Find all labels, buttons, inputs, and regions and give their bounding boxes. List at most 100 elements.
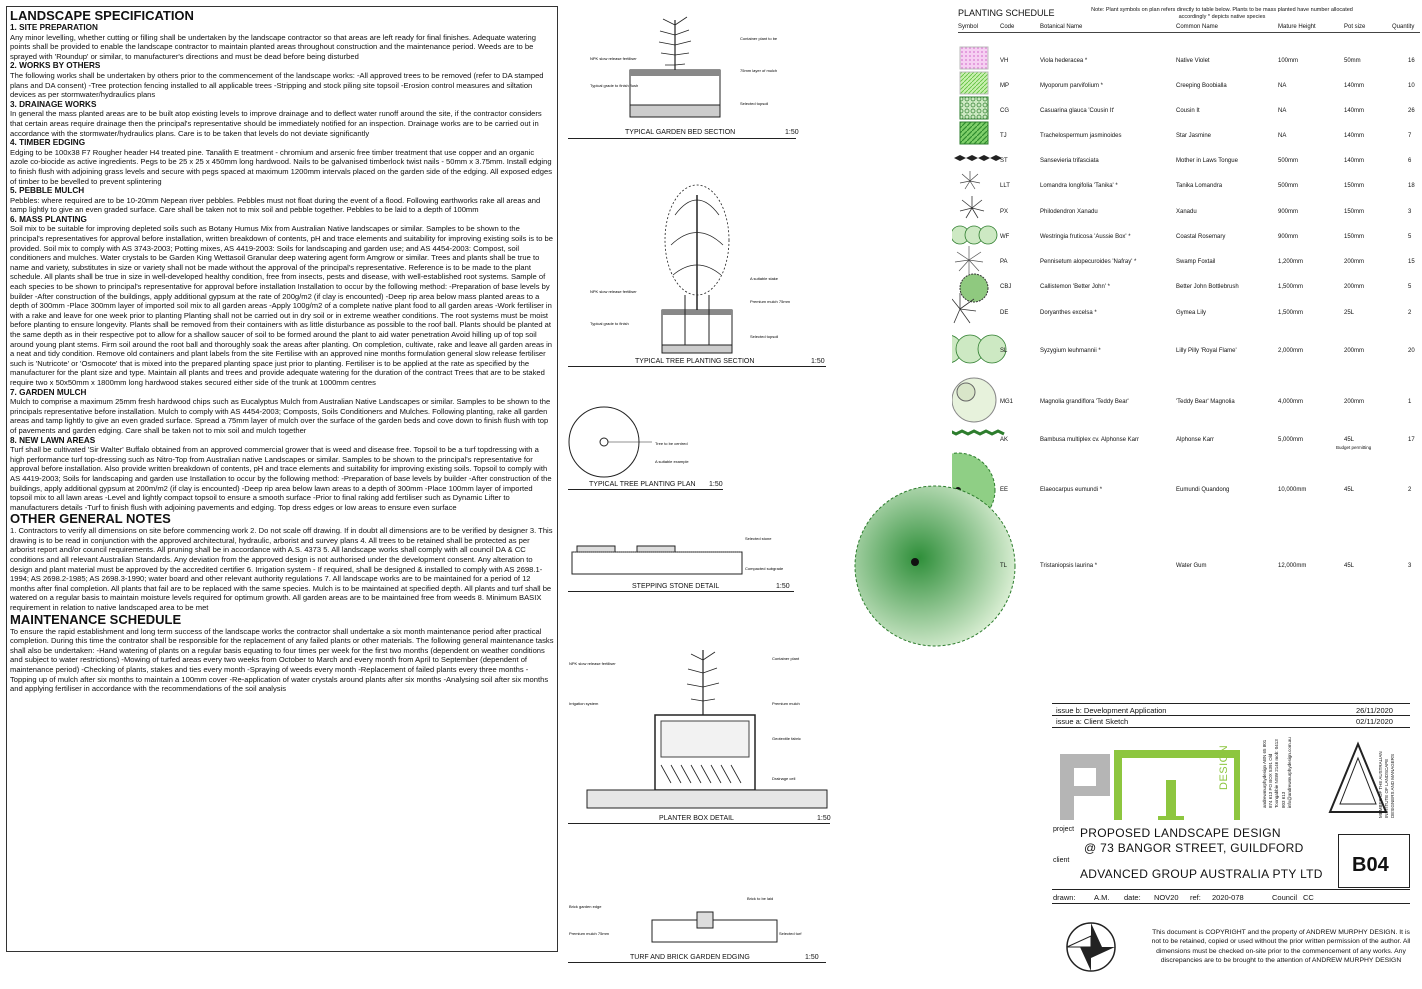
- detail-underline: [568, 962, 826, 963]
- ref-value: 2020-078: [1212, 893, 1244, 902]
- detail-scale: 1:50: [785, 129, 799, 136]
- date-label: date:: [1124, 893, 1141, 902]
- rule: [1052, 703, 1410, 704]
- company-logo: [1060, 750, 1240, 820]
- detail-title: STEPPING STONE DETAIL: [632, 583, 720, 590]
- detail-scale: 1:50: [817, 815, 831, 822]
- client-name: ADVANCED GROUP AUSTRALIA PTY LTD: [1080, 867, 1323, 881]
- issue-a-date: 02/11/2020: [1356, 717, 1393, 726]
- detail-underline: [568, 823, 830, 824]
- spec-title: LANDSCAPE SPECIFICATION: [10, 8, 194, 23]
- svg-text:Typical grade to finish flush: Typical grade to finish flush: [590, 83, 638, 88]
- project-line-2: @ 73 BANGOR STREET, GUILDFORD: [1084, 841, 1304, 855]
- garden-bed-section-drawing: NPK slow release fertiliser Typical grad…: [590, 16, 778, 118]
- svg-text:Premium mulch 75mm: Premium mulch 75mm: [750, 299, 791, 304]
- drawn-label: drawn:: [1053, 893, 1076, 902]
- header-height: Mature Height: [1278, 24, 1316, 30]
- svg-text:75mm layer of mulch: 75mm layer of mulch: [740, 68, 777, 73]
- svg-text:Typical grade to finish: Typical grade to finish: [590, 321, 629, 326]
- svg-text:Brick to be laid: Brick to be laid: [747, 896, 773, 901]
- turf-brick-edging-drawing: Brick garden edge Premium mulch 75mm Bri…: [569, 896, 802, 943]
- rule: [1052, 715, 1410, 716]
- logo-word: DESIGN: [1218, 744, 1230, 790]
- svg-text:Selected topsoil: Selected topsoil: [740, 101, 768, 106]
- planter-box-drawing: NPK slow release fertiliser Irrigation s…: [569, 650, 828, 809]
- detail-title: PLANTER BOX DETAIL: [659, 815, 734, 822]
- svg-text:Selected topsoil: Selected topsoil: [750, 334, 778, 339]
- rule: [1052, 903, 1410, 904]
- planting-schedule: PLANTING SCHEDULE Note: Plant symbols on…: [854, 6, 1420, 647]
- tree-planting-plan-drawing: Tree to be centred A suitable example: [568, 406, 689, 478]
- svg-text:A suitable stake: A suitable stake: [750, 276, 779, 281]
- detail-underline: [568, 489, 723, 490]
- detail-title: TYPICAL TREE PLANTING SECTION: [635, 358, 755, 365]
- svg-text:Tree to be centred: Tree to be centred: [655, 441, 688, 446]
- issue-b-date: 26/11/2020: [1356, 706, 1393, 715]
- maintenance-text: To ensure the rapid establishment and lo…: [10, 626, 554, 694]
- issue-a: issue a: Client Sketch: [1056, 717, 1129, 726]
- sheet-box: [1338, 834, 1410, 888]
- svg-text:Premium mulch: Premium mulch: [772, 701, 800, 706]
- north-point-icon: [1066, 922, 1116, 972]
- svg-text:Premium mulch 75mm: Premium mulch 75mm: [569, 931, 610, 936]
- header-code: Code: [1000, 24, 1015, 30]
- svg-text:Brick garden edge: Brick garden edge: [569, 904, 602, 909]
- copyright-notice: This document is COPYRIGHT and the prope…: [1151, 929, 1411, 965]
- rule: [1052, 889, 1410, 890]
- svg-text:Container plant: Container plant: [772, 656, 800, 661]
- svg-text:NPK slow release fertiliser: NPK slow release fertiliser: [569, 661, 616, 666]
- schedule-note: Note: Plant symbols on plan refers direc…: [1091, 7, 1353, 20]
- header-rule: [958, 32, 1420, 33]
- member-text: MEMBER OF THE AUSTRALIAN INSTITUTE OF LA…: [1378, 751, 1395, 818]
- svg-text:A suitable example: A suitable example: [655, 459, 689, 464]
- issue-b: issue b: Development Application: [1056, 706, 1167, 715]
- construction-details: NPK slow release fertiliser Typical grad…: [565, 0, 837, 989]
- title-block: issue b: Development Application 26/11/2…: [1050, 700, 1420, 985]
- header-botanical: Botanical Name: [1040, 24, 1083, 30]
- svg-text:Selected stone: Selected stone: [745, 536, 772, 541]
- svg-text:Compacted subgrade: Compacted subgrade: [745, 566, 784, 571]
- notes-title: OTHER GENERAL NOTES: [10, 511, 171, 527]
- svg-text:Irrigation system: Irrigation system: [569, 701, 599, 706]
- header-qty: Quantity: [1392, 24, 1415, 30]
- detail-underline: [568, 138, 796, 139]
- client-label: client: [1053, 857, 1070, 864]
- aild-logo: [1328, 741, 1388, 813]
- ref-label: ref:: [1190, 893, 1201, 902]
- header-symbol: Symbol: [958, 24, 979, 30]
- date-value: NOV20: [1154, 893, 1179, 902]
- svg-text:Drainage cell: Drainage cell: [772, 776, 795, 781]
- svg-text:NPK slow release fertiliser: NPK slow release fertiliser: [590, 289, 637, 294]
- detail-underline: [568, 366, 826, 367]
- svg-text:Selected turf: Selected turf: [779, 931, 802, 936]
- svg-text:Geotextile fabric: Geotextile fabric: [772, 736, 801, 741]
- contact-details: andrewmurphydesign ABN 65 801 874 613 PO…: [1262, 737, 1292, 808]
- large-tree-symbol: [854, 485, 1016, 647]
- detail-scale: 1:50: [805, 954, 819, 961]
- detail-scale: 1:50: [811, 358, 825, 365]
- project-line-1: PROPOSED LANDSCAPE DESIGN: [1080, 826, 1281, 840]
- detail-scale: 1:50: [776, 583, 790, 590]
- council-label: Council: [1272, 893, 1298, 902]
- council-value: CC: [1303, 893, 1314, 902]
